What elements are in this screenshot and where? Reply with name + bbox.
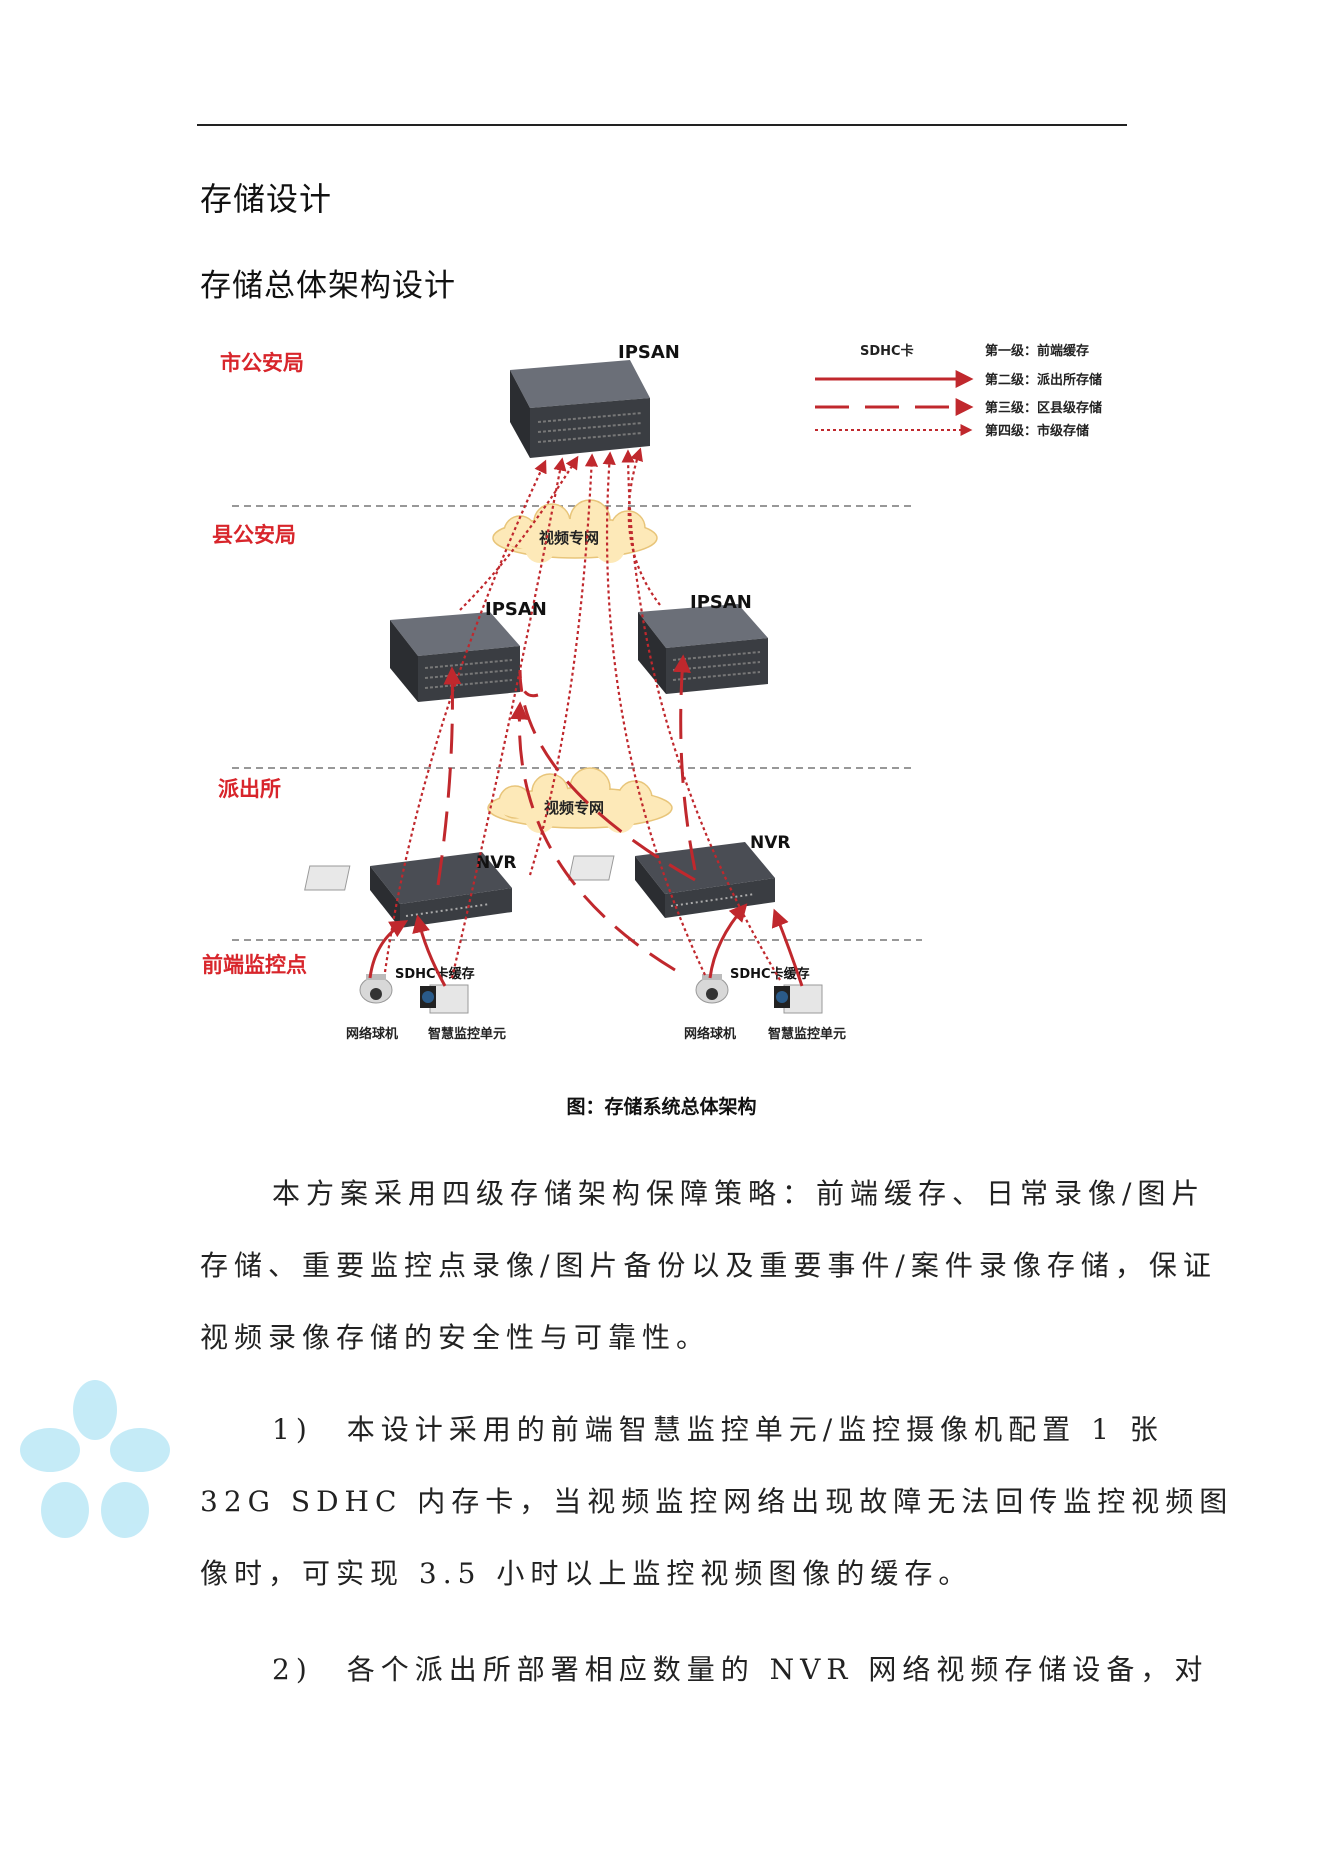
ipsan-city-label: IPSAN (618, 342, 680, 363)
dome-camera-left (359, 974, 393, 1004)
legend-level4: 第四级：市级存储 (985, 423, 1089, 439)
figure-caption: 图：存储系统总体架构 (566, 1096, 757, 1118)
arrow-level2 (771, 908, 804, 987)
storage-architecture-diagram: 市公安局 县公安局 派出所 前端监控点 SDHC卡 第一级：前端缓存 第二级：派… (202, 342, 1102, 1042)
arrow-level3 (518, 669, 696, 882)
nvr-right-label: NVR (750, 833, 790, 853)
arrow-level4 (528, 453, 599, 876)
video-network-cloud-top-label: 视频专网 (539, 529, 599, 547)
paragraph-line: 32G SDHC 内存卡，当视频监控网络出现故障无法回传监控视频图 (200, 1485, 1234, 1518)
sdhc-cache-right: SDHC卡缓存 (730, 966, 810, 982)
tier-label-county: 县公安局 (212, 523, 296, 547)
legend-level2: 第二级：派出所存储 (985, 372, 1102, 388)
smart-unit-right-label: 智慧监控单元 (768, 1026, 846, 1042)
legend-level3: 第三级：区县级存储 (985, 400, 1102, 416)
ipsan-city-device (510, 360, 650, 458)
paragraph-line: 存储、重要监控点录像/图片备份以及重要事件/案件录像存储，保证 (200, 1249, 1217, 1282)
video-network-cloud-bottom-label: 视频专网 (544, 799, 604, 817)
paragraph-intro: 本方案采用四级存储架构保障策略：前端缓存、日常录像/图片 存储、重要监控点录像/… (200, 1158, 1217, 1374)
paragraph-line: 2) 各个派出所部署相应数量的 NVR 网络视频存储设备，对 (272, 1653, 1209, 1686)
arrow-level3 (436, 666, 462, 886)
legend-level1: 第一级：前端缓存 (985, 343, 1089, 359)
smart-monitor-unit-left (420, 984, 469, 1014)
legend-sdhc: SDHC卡 (860, 343, 914, 359)
arrow-level2 (708, 903, 748, 979)
section-heading: 存储设计 (200, 180, 333, 218)
watermark-flower-icon (20, 1380, 170, 1538)
paragraph-line: 1) 本设计采用的前端智慧监控单元/监控摄像机配置 1 张 (272, 1413, 1164, 1446)
paragraph-line: 像时，可实现 3.5 小时以上监控视频图像的缓存。 (200, 1557, 973, 1590)
arrow-level4 (621, 449, 781, 981)
dome-camera-right-label: 网络球机 (684, 1026, 736, 1042)
nvr-right-device (568, 842, 775, 918)
ipsan-county-right-device (638, 604, 768, 694)
arrow-level4 (602, 451, 706, 976)
paragraph-line: 视频录像存储的安全性与可靠性。 (200, 1321, 711, 1354)
subsection-heading: 存储总体架构设计 (200, 268, 456, 304)
arrow-level4 (383, 459, 547, 973)
ipsan-county-right-label: IPSAN (690, 592, 752, 613)
tier-label-frontend: 前端监控点 (202, 953, 307, 977)
paragraph-item-2: 2) 各个派出所部署相应数量的 NVR 网络视频存储设备，对 (200, 1634, 1209, 1706)
arrow-level4 (459, 455, 579, 611)
smart-monitor-unit-right (774, 984, 823, 1014)
dome-camera-left-label: 网络球机 (346, 1026, 398, 1042)
arrow-level3 (672, 654, 697, 871)
tier-label-city: 市公安局 (220, 351, 304, 375)
arrow-level4 (450, 457, 567, 979)
arrow-level3 (510, 701, 676, 972)
ipsan-county-left-device (390, 612, 520, 702)
dome-camera-right (695, 974, 729, 1004)
paragraph-line: 本方案采用四级存储架构保障策略：前端缓存、日常录像/图片 (272, 1177, 1206, 1210)
smart-unit-left-label: 智慧监控单元 (428, 1026, 506, 1042)
nvr-left-label: NVR (476, 853, 516, 873)
header-rule (197, 124, 1127, 126)
video-network-cloud-top (492, 499, 658, 563)
arrow-level2 (412, 914, 447, 987)
tier-label-station: 派出所 (218, 777, 281, 801)
paragraph-item-1: 1) 本设计采用的前端智慧监控单元/监控摄像机配置 1 张 32G SDHC 内… (200, 1394, 1234, 1610)
arrow-level2 (368, 920, 409, 979)
arrow-level4 (627, 447, 661, 606)
ipsan-county-left-label: IPSAN (485, 599, 547, 620)
